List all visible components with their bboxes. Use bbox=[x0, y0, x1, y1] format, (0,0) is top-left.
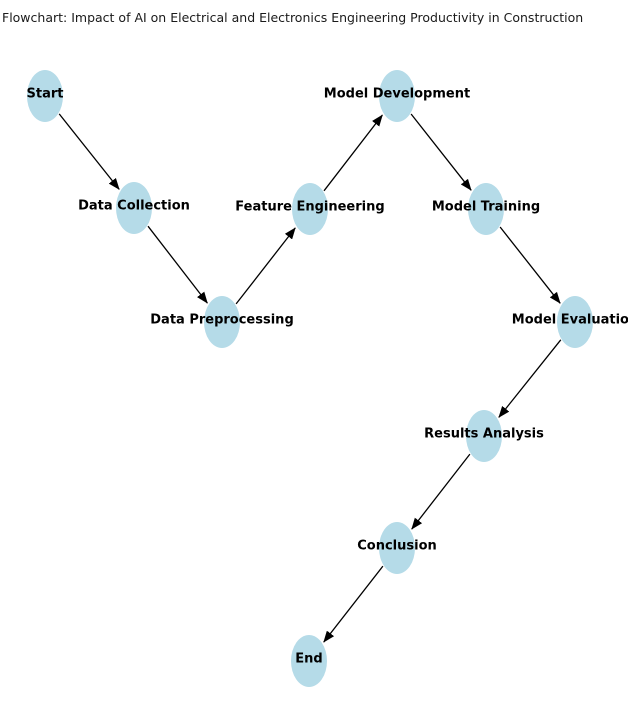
edge-model_development-model_training bbox=[410, 113, 472, 191]
edge-feature_engineering-model_development bbox=[323, 114, 383, 192]
results_analysis-label: Results Analysis bbox=[424, 427, 544, 442]
feature_engineering-ellipse bbox=[292, 183, 328, 235]
end-label: End bbox=[295, 652, 322, 667]
node-conclusion: Conclusion bbox=[357, 522, 437, 574]
node-data_collection: Data Collection bbox=[78, 182, 190, 234]
node-model_evaluation: Model Evaluation bbox=[512, 296, 628, 348]
conclusion-ellipse bbox=[379, 522, 415, 574]
end-ellipse bbox=[291, 635, 327, 687]
edge-start-data_collection bbox=[58, 113, 120, 190]
model_development-ellipse bbox=[379, 70, 415, 122]
data_preprocessing-label: Data Preprocessing bbox=[150, 313, 294, 328]
node-end: End bbox=[291, 635, 327, 687]
node-feature_engineering: Feature Engineering bbox=[235, 183, 385, 235]
edge-model_evaluation-results_analysis bbox=[498, 339, 562, 418]
data_preprocessing-ellipse bbox=[204, 296, 240, 348]
node-data_preprocessing: Data Preprocessing bbox=[150, 296, 294, 348]
edge-data_preprocessing-feature_engineering bbox=[235, 227, 296, 305]
node-start: Start bbox=[27, 70, 64, 122]
model_evaluation-ellipse bbox=[557, 296, 593, 348]
feature_engineering-label: Feature Engineering bbox=[235, 200, 384, 215]
node-results_analysis: Results Analysis bbox=[424, 410, 544, 462]
edge-data_collection-data_preprocessing bbox=[147, 225, 208, 304]
data_collection-ellipse bbox=[116, 182, 152, 234]
model_evaluation-label: Model Evaluation bbox=[512, 313, 628, 328]
edge-conclusion-end bbox=[323, 565, 384, 643]
edge-model_training-model_evaluation bbox=[499, 226, 561, 304]
node-model_development: Model Development bbox=[324, 70, 470, 122]
chart-title: Flowchart: Impact of AI on Electrical an… bbox=[2, 10, 584, 25]
edge-results_analysis-conclusion bbox=[411, 453, 471, 530]
model_training-label: Model Training bbox=[432, 200, 540, 215]
start-label: Start bbox=[27, 87, 64, 102]
model_training-ellipse bbox=[468, 183, 504, 235]
conclusion-label: Conclusion bbox=[357, 539, 437, 554]
results_analysis-ellipse bbox=[466, 410, 502, 462]
node-model_training: Model Training bbox=[432, 183, 540, 235]
data_collection-label: Data Collection bbox=[78, 199, 190, 214]
start-ellipse bbox=[27, 70, 63, 122]
model_development-label: Model Development bbox=[324, 87, 470, 102]
